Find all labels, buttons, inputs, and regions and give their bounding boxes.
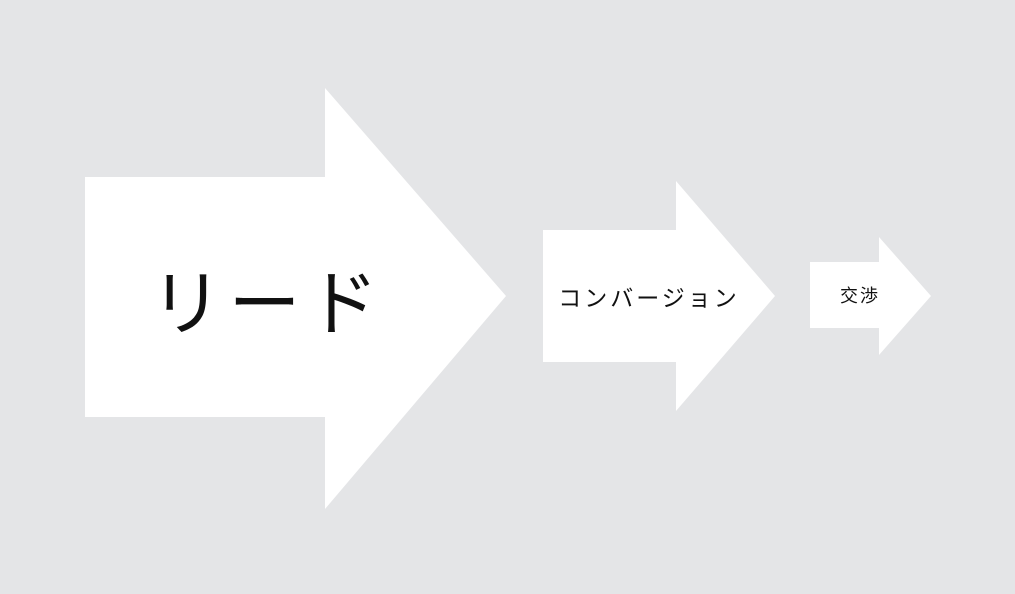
arrow-lead — [85, 88, 506, 509]
arrow-negotiation — [810, 237, 931, 355]
stage-label-lead: リード — [150, 261, 385, 346]
stage-label-negotiation: 交渉 — [840, 286, 880, 307]
arrow-conversion — [543, 181, 775, 411]
stage-label-conversion: コンバージョン — [558, 286, 740, 312]
